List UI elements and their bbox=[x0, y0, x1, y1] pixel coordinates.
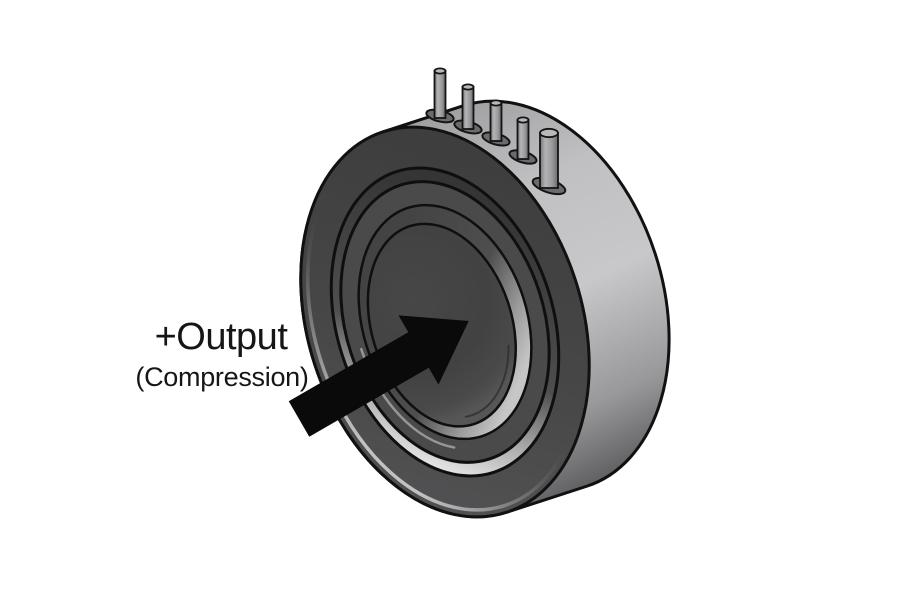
output-label: +Output bbox=[155, 316, 289, 358]
pin-3 bbox=[481, 99, 511, 147]
pin-4 bbox=[508, 116, 538, 165]
dome-contour-arc bbox=[464, 344, 510, 418]
pin-2 bbox=[453, 83, 483, 135]
pin-1-body bbox=[433, 70, 447, 119]
pin-5-body bbox=[539, 132, 559, 189]
pin-3-body bbox=[489, 102, 503, 142]
pin-2-cap bbox=[461, 83, 475, 91]
pin-4-cap bbox=[516, 116, 530, 124]
output-arrow-shape bbox=[288, 315, 469, 437]
pin-1 bbox=[425, 67, 455, 124]
face-edge-highlight-arc bbox=[305, 132, 585, 512]
terminal-pins bbox=[425, 67, 567, 196]
pin-4-body bbox=[516, 119, 530, 160]
pin-2-body bbox=[461, 86, 475, 130]
output-arrow bbox=[288, 315, 469, 437]
pin-3-cap bbox=[489, 99, 503, 107]
pin-5 bbox=[531, 127, 567, 196]
compression-label: (Compression) bbox=[135, 362, 308, 392]
pin-5-cap bbox=[539, 127, 559, 139]
pin-1-cap bbox=[433, 67, 447, 75]
